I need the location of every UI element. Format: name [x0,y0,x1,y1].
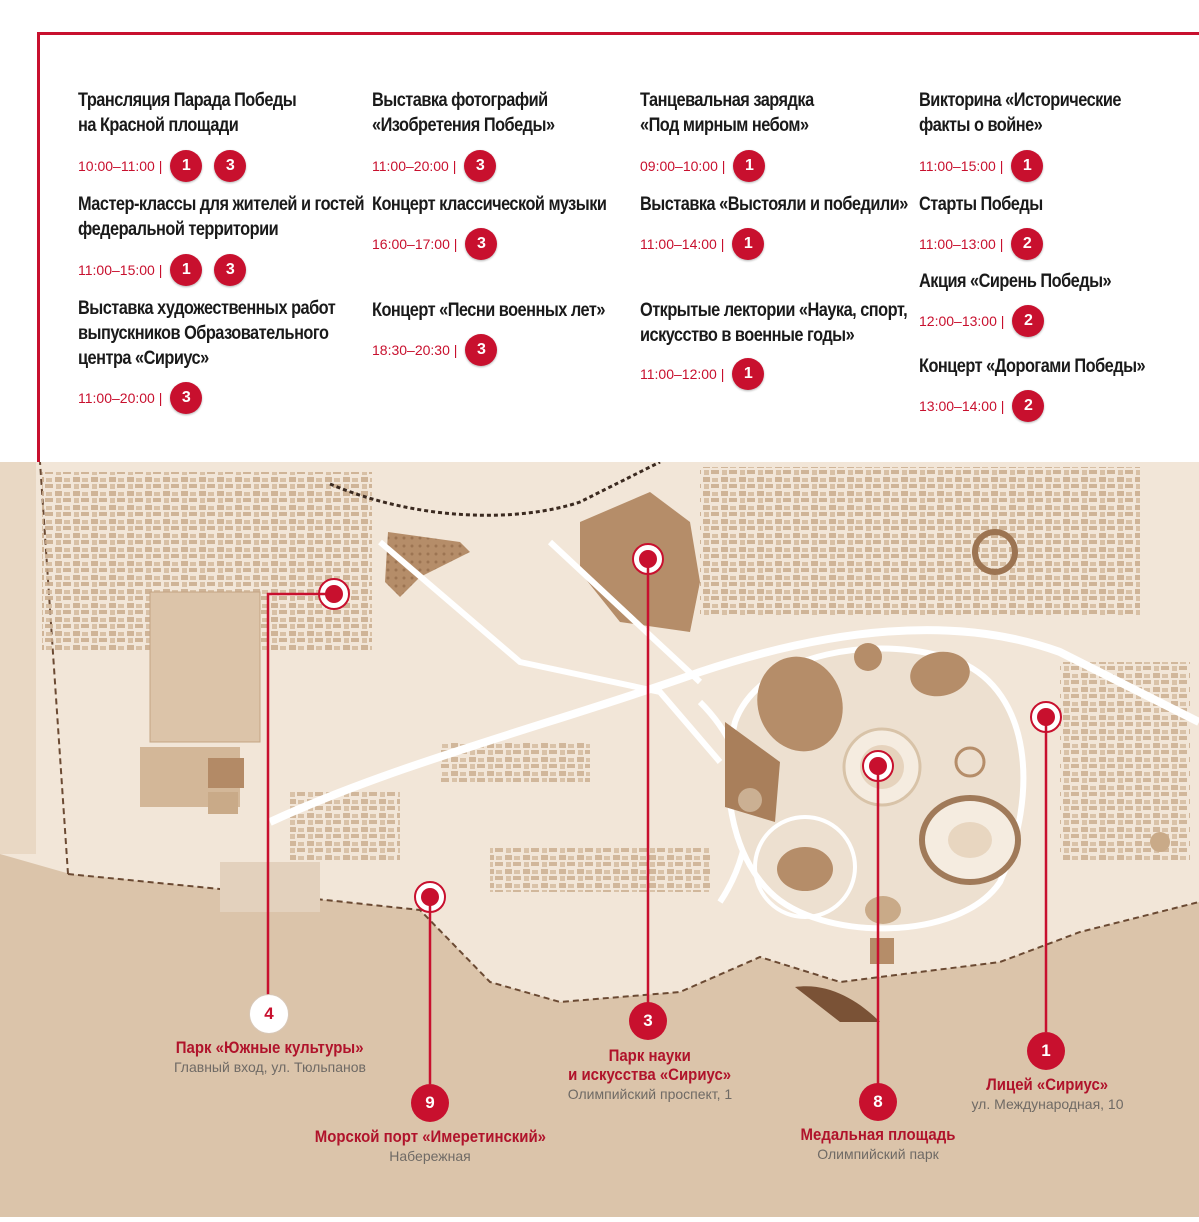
event-exhibition-endured: Выставка «Выстояли и победили» 11:00–14:… [640,192,951,260]
marker-medal-square[interactable] [862,750,894,1084]
location-number-4[interactable]: 4 [249,994,289,1034]
event-time-row: 10:00–11:00 | 1 3 [78,150,247,182]
event-time: 11:00–12:00 | [640,366,725,382]
location-name: Парк «Южные культуры» [176,1038,364,1057]
location-number-8[interactable]: 8 [859,1083,897,1121]
location-address: Олимпийский парк [817,1146,939,1162]
location-address: Главный вход, ул. Тюльпанов [174,1059,366,1075]
event-victory-starts: Старты Победы 11:00–13:00 | 2 [919,192,1063,260]
location-badge: 1 [170,254,203,286]
railway [329,460,661,517]
location-badge: 1 [733,150,766,182]
location-label-science-park: Парк науки и искусства «Сириус» Олимпийс… [540,1045,760,1103]
event-title: Концерт «Дорогами Победы» [919,356,1146,377]
location-label-sea-port: Морской порт «Имеретинский» Набережная [290,1126,570,1165]
location-name: Морской порт «Имеретинский» [314,1127,546,1146]
location-address: Набережная [389,1148,471,1164]
map-graphic [0,460,1199,1217]
sea [0,854,1199,1217]
event-time: 11:00–14:00 | [640,236,725,252]
location-badge: 1 [732,228,765,260]
event-time-row: 11:00–15:00 | 1 3 [78,254,247,286]
location-label-lyceum: Лицей «Сириус» ул. Международная, 10 [950,1074,1145,1113]
event-photo-exhibition: Выставка фотографий«Изобретения Победы» … [372,88,584,182]
event-time: 11:00–20:00 | [372,158,457,174]
marker-south-cultures[interactable] [266,578,350,1004]
event-title: Концерт «Песни военных лет» [372,300,605,321]
location-name: Парк науки [608,1046,692,1065]
event-war-songs-concert: Концерт «Песни военных лет» 18:30–20:30 … [372,298,643,366]
location-label-medal-square: Медальная площадь Олимпийский парк [770,1124,986,1163]
event-time-row: 16:00–17:00 | 3 [372,228,498,260]
marker-lyceum[interactable] [1030,701,1062,1032]
event-time-row: 18:30–20:30 | 3 [372,334,498,366]
location-badge: 3 [214,150,247,182]
event-roads-concert: Концерт «Дорогами Победы» 13:00–14:00 | … [919,354,1182,422]
event-time-row: 09:00–10:00 | 1 [640,150,766,182]
location-number-3[interactable]: 3 [629,1002,667,1040]
marker-science-park[interactable] [632,543,664,1004]
event-time: 11:00–15:00 | [78,262,163,278]
location-address: Олимпийский проспект, 1 [567,1086,733,1102]
location-number-9[interactable]: 9 [411,1084,449,1122]
event-time: 11:00–13:00 | [919,236,1004,252]
location-badge: 3 [465,228,498,260]
event-time: 11:00–20:00 | [78,390,163,406]
event-title: Выставка фотографий«Изобретения Победы» [372,90,555,136]
location-address: ул. Международная, 10 [971,1096,1124,1112]
event-time: 10:00–11:00 | [78,158,163,174]
event-dance-workout: Танцевальная зарядка«Под мирным небом» 0… [640,88,842,182]
event-title: Танцевальная зарядка«Под мирным небом» [640,90,814,136]
location-name: Медальная площадь [800,1125,956,1144]
location-badge: 2 [1012,305,1045,337]
location-badge: 3 [465,334,498,366]
marker-sea-port[interactable] [414,881,446,1084]
location-badge: 3 [464,150,497,182]
location-badge: 3 [170,382,203,414]
event-time-row: 11:00–13:00 | 2 [919,228,1044,260]
area-map[interactable]: 4 9 3 8 1 Парк «Южные культуры» Главный … [0,460,1199,1217]
event-time: 16:00–17:00 | [372,236,458,252]
location-label-south-cultures: Парк «Южные культуры» Главный вход, ул. … [140,1037,400,1076]
event-time-row: 13:00–14:00 | 2 [919,390,1045,422]
event-open-lectures: Открытые лектории «Наука, спорт,искусств… [640,298,951,390]
event-time: 18:30–20:30 | [372,342,458,358]
location-badge: 1 [1011,150,1044,182]
event-lilac-action: Акция «Сирень Победы» 12:00–13:00 | 2 [919,269,1142,337]
location-badge: 1 [732,358,765,390]
event-title: Старты Победы [919,194,1043,215]
location-badge: 1 [170,150,203,182]
event-time-row: 11:00–15:00 | 1 [919,150,1044,182]
location-badge: 2 [1011,228,1044,260]
location-number-1[interactable]: 1 [1027,1032,1065,1070]
event-time-row: 11:00–14:00 | 1 [640,228,765,260]
event-title: Концерт классической музыки [372,194,607,215]
event-title: Акция «Сирень Победы» [919,271,1112,292]
event-classical-concert: Концерт классической музыки 16:00–17:00 … [372,192,645,260]
event-time-row: 11:00–20:00 | 3 [372,150,497,182]
location-name: и искусства «Сириус» [568,1065,732,1084]
event-time: 11:00–15:00 | [919,158,1004,174]
event-time: 12:00–13:00 | [919,313,1005,329]
event-time: 09:00–10:00 | [640,158,726,174]
event-time-row: 11:00–12:00 | 1 [640,358,765,390]
event-title: Выставка «Выстояли и победили» [640,194,908,215]
location-name: Лицей «Сириус» [986,1075,1109,1094]
event-time-row: 11:00–20:00 | 3 [78,382,203,414]
event-time: 13:00–14:00 | [919,398,1005,414]
location-badge: 2 [1012,390,1045,422]
urban-blocks-northeast [700,467,1140,617]
location-badge: 3 [214,254,247,286]
event-time-row: 12:00–13:00 | 2 [919,305,1045,337]
event-title: Открытые лектории «Наука, спорт,искусств… [640,300,908,346]
